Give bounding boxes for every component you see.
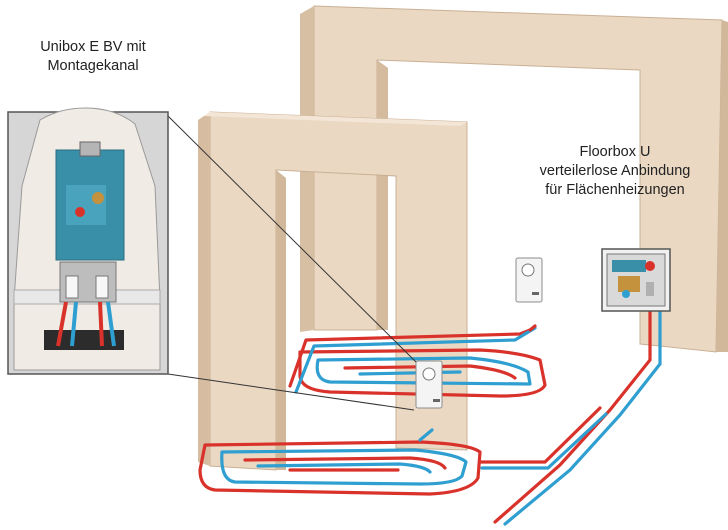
floorbox-label: Floorbox U verteilerlose Anbindung für F…	[505, 143, 725, 200]
unibox-label-line2: Montagekanal	[47, 58, 139, 74]
floorbox-unit	[601, 248, 671, 312]
unibox-label-line1: Unibox E BV mit	[40, 39, 146, 55]
floor-heating-loop-right	[288, 326, 547, 398]
room-thermostat-front	[415, 360, 443, 409]
floorbox-label-line3: für Flächenheizungen	[545, 182, 685, 198]
unibox-inset	[7, 107, 169, 375]
floor-heating-loop-left	[198, 440, 482, 496]
front-wall	[198, 111, 468, 471]
supply-lines	[418, 308, 662, 526]
callout-lines	[167, 115, 417, 411]
floorbox-label-line2: verteilerlose Anbindung	[539, 163, 691, 179]
unibox-label: Unibox E BV mit Montagekanal	[8, 38, 178, 76]
floorbox-label-line1: Floorbox U	[579, 144, 651, 160]
room-thermostat-back	[515, 257, 543, 303]
